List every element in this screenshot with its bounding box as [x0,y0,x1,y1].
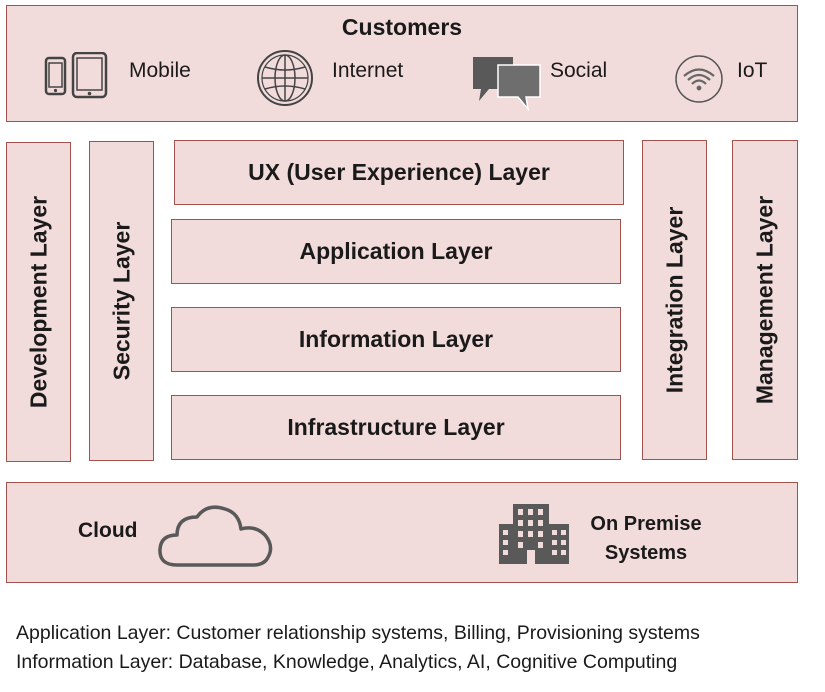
security-layer-label: Security Layer [108,221,134,381]
mobile-devices-icon [44,52,108,99]
customers-panel: Customers Mobile Internet Social IoT [6,5,798,122]
on-premise-label-line2: Systems [604,542,688,564]
infrastructure-layer: Infrastructure Layer [171,395,621,460]
development-layer: Development Layer [6,142,71,462]
information-layer-label: Information Layer [298,326,494,352]
cloud-icon [158,505,273,567]
on-premise-label-line1: On Premise [590,513,702,535]
internet-label: Internet [332,59,404,82]
building-icon [499,504,569,564]
integration-layer: Integration Layer [642,140,707,460]
deployment-panel: Cloud On Premise Systems [6,482,798,583]
iot-label: IoT [737,59,768,82]
social-label: Social [550,59,608,82]
application-layer-note: Application Layer: Customer relationship… [16,622,700,644]
information-layer-note: Information Layer: Database, Knowledge, … [16,651,678,673]
ux-layer: UX (User Experience) Layer [174,140,624,205]
cloud-label: Cloud [78,519,138,542]
integration-layer-label: Integration Layer [661,206,687,394]
infrastructure-layer-label: Infrastructure Layer [287,414,505,440]
management-layer: Management Layer [732,140,798,460]
management-layer-label: Management Layer [751,195,778,405]
mobile-label: Mobile [129,59,191,82]
security-layer: Security Layer [89,141,154,461]
on-premise-label: On Premise Systems [581,510,711,568]
development-layer-label: Development Layer [25,195,51,409]
information-layer: Information Layer [171,307,621,372]
globe-icon [257,50,313,106]
ux-layer-label: UX (User Experience) Layer [248,159,550,185]
chat-bubbles-icon [473,57,541,112]
wireless-signal-icon [675,55,723,103]
customers-title: Customers [341,14,463,40]
application-layer: Application Layer [171,219,621,284]
application-layer-label: Application Layer [299,238,493,264]
